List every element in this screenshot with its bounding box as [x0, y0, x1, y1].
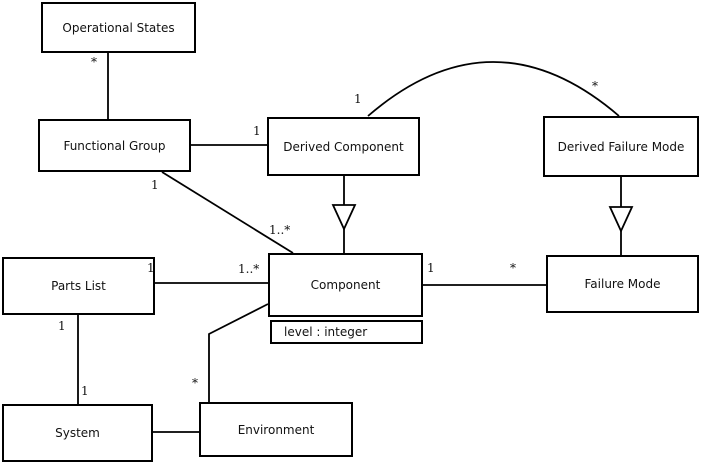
- edge-derived-component--derived-failure-mode-arc: [367, 61, 620, 117]
- class-component-attribute-compartment[interactable]: level : integer: [270, 320, 423, 344]
- class-name-label: Functional Group: [63, 138, 166, 153]
- class-component[interactable]: Component: [268, 253, 423, 317]
- multiplicity-label: 1: [81, 384, 89, 398]
- class-derived-component[interactable]: Derived Component: [267, 117, 420, 176]
- multiplicity-label: 1: [151, 178, 159, 192]
- multiplicity-label: 1: [58, 319, 66, 333]
- generalization-triangle-icon-failure-mode: [608, 206, 634, 234]
- multiplicity-label: 1: [354, 92, 362, 106]
- attribute-label: level : integer: [284, 325, 368, 339]
- multiplicity-label: 1..*: [238, 262, 260, 276]
- multiplicity-label: *: [510, 261, 516, 275]
- class-name-label: Failure Mode: [584, 277, 661, 291]
- class-environment[interactable]: Environment: [199, 402, 353, 457]
- class-name-label: System: [55, 426, 100, 440]
- edge-functional-group--component: [161, 171, 294, 254]
- class-operational-states[interactable]: Operational States: [41, 2, 196, 53]
- edge-component--environment: [208, 303, 269, 402]
- class-name-label: Derived Failure Mode: [557, 139, 685, 154]
- class-name-label: Derived Component: [283, 139, 404, 154]
- multiplicity-label: *: [592, 79, 598, 93]
- class-name-label: Environment: [237, 422, 315, 437]
- class-failure-mode[interactable]: Failure Mode: [546, 255, 699, 313]
- multiplicity-label: *: [192, 376, 198, 390]
- class-functional-group[interactable]: Functional Group: [38, 119, 191, 172]
- class-name-label: Parts List: [51, 279, 106, 293]
- multiplicity-label: 1: [253, 124, 261, 138]
- class-derived-failure-mode[interactable]: Derived Failure Mode: [543, 116, 699, 177]
- class-name-label: Component: [310, 278, 381, 292]
- class-parts-list[interactable]: Parts List: [2, 257, 155, 315]
- class-system[interactable]: System: [2, 404, 153, 462]
- generalization-triangle-icon-component: [331, 204, 357, 232]
- multiplicity-label: *: [91, 55, 97, 69]
- multiplicity-label: 1: [147, 261, 155, 275]
- multiplicity-label: 1..*: [269, 223, 291, 237]
- class-name-label: Operational States: [62, 20, 175, 35]
- multiplicity-label: 1: [427, 261, 435, 275]
